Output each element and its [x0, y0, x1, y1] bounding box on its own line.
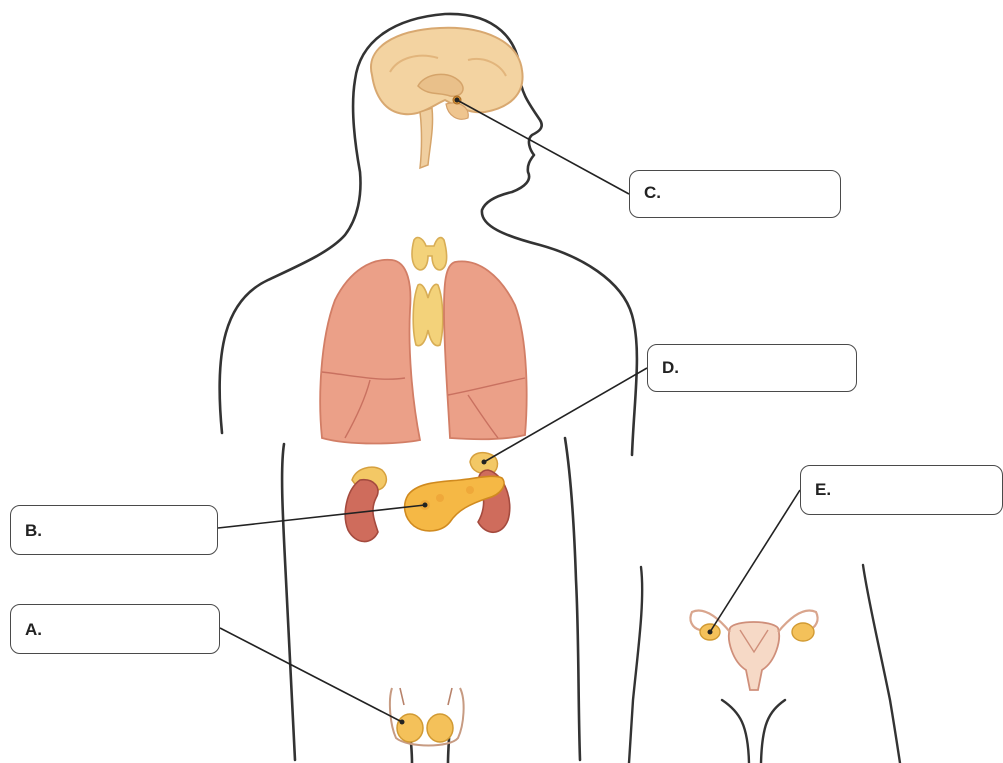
leader-line-b [218, 505, 425, 528]
testes-icon [390, 688, 464, 746]
thyroid-gland-icon [412, 238, 447, 270]
uterus-icon [690, 611, 817, 690]
label-box-b[interactable]: B. [10, 505, 218, 555]
label-d-text: D. [662, 358, 679, 377]
label-box-a[interactable]: A. [10, 604, 220, 654]
label-c-text: C. [644, 183, 661, 202]
label-a-text: A. [25, 620, 42, 639]
leader-line-e [710, 490, 800, 632]
thymus-icon [413, 284, 443, 345]
label-box-c[interactable]: C. [629, 170, 841, 218]
leader-line-a [220, 628, 402, 722]
label-e-text: E. [815, 480, 831, 499]
leader-line-c [457, 100, 629, 194]
brain-icon [371, 28, 523, 168]
label-box-d[interactable]: D. [647, 344, 857, 392]
label-box-e[interactable]: E. [800, 465, 1003, 515]
label-b-text: B. [25, 521, 42, 540]
